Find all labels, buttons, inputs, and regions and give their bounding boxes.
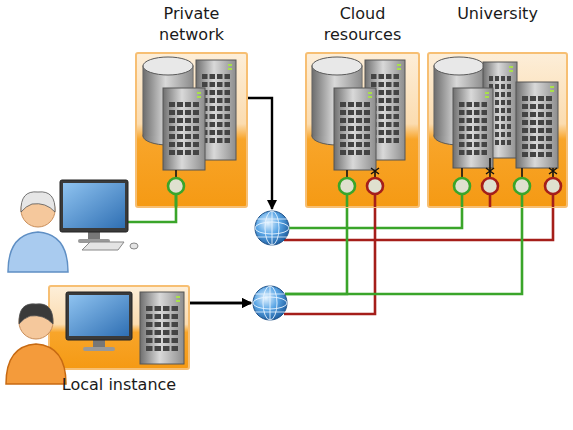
server-tower — [140, 292, 184, 364]
network-port — [367, 168, 383, 207]
network-port — [482, 158, 498, 207]
panel-heading: University — [424, 4, 571, 25]
user-figure — [6, 304, 66, 384]
network-port — [545, 168, 561, 207]
network-link — [190, 208, 522, 303]
link-arrow — [248, 98, 272, 209]
panel-heading: Local instance — [45, 375, 193, 396]
user-wire — [128, 194, 176, 222]
link-wire — [285, 208, 347, 294]
server-tower — [163, 88, 205, 170]
keyboard — [82, 242, 138, 250]
internet-globe — [253, 286, 287, 320]
network-port — [339, 170, 355, 207]
user-figure — [8, 192, 68, 272]
computer-monitor — [60, 180, 128, 243]
server-tower — [453, 88, 493, 168]
computer-monitor — [66, 292, 132, 351]
server-tower — [516, 82, 558, 168]
link-wire — [284, 208, 375, 314]
link-arrow — [190, 302, 251, 304]
server-tower — [334, 88, 376, 170]
panel-heading: Cloud resources — [302, 4, 423, 46]
link-wire — [284, 208, 553, 240]
internet-globe — [255, 211, 289, 245]
link-wire — [285, 208, 522, 294]
link-arrow — [190, 302, 251, 304]
network-port — [514, 168, 530, 207]
panel-heading: Private network — [132, 4, 251, 46]
network-port — [454, 168, 470, 207]
